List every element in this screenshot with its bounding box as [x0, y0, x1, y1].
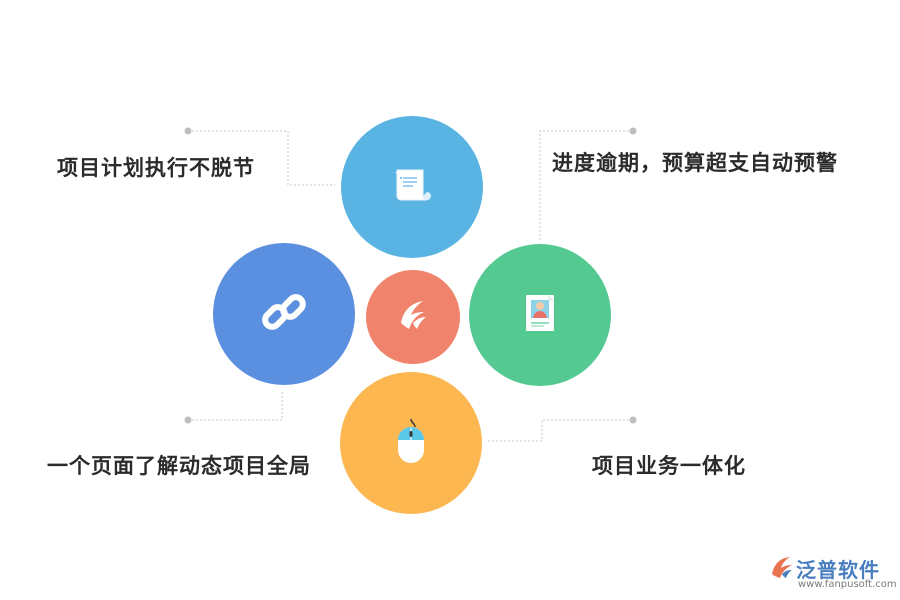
- brand-mark-icon: [768, 554, 796, 580]
- connector-dot-top-left: [184, 127, 192, 135]
- circle-top: [341, 116, 483, 258]
- circle-left: [213, 243, 355, 385]
- connector-bottom-left: [188, 390, 283, 421]
- brand-logo-icon: [391, 293, 435, 341]
- connector-dot-top-right: [629, 127, 637, 135]
- brand-url: www.fanpusoft.com: [798, 579, 897, 590]
- brand-name: 泛普软件: [796, 558, 880, 582]
- chain-link-icon: [258, 286, 310, 342]
- label-top-right: 进度逾期，预算超支自动预警: [552, 151, 838, 175]
- profile-card-icon: [516, 289, 564, 341]
- scroll-document-icon: [389, 162, 435, 212]
- computer-mouse-icon: [391, 415, 431, 471]
- connector-bottom-right: [488, 419, 633, 442]
- label-bottom-left: 一个页面了解动态项目全局: [47, 454, 311, 478]
- label-top-left: 项目计划执行不脱节: [57, 156, 255, 180]
- connector-dot-bottom-right: [629, 416, 637, 424]
- circle-center: [366, 270, 460, 364]
- label-bottom-right: 项目业务一体化: [592, 454, 746, 478]
- circle-right: [469, 244, 611, 386]
- connector-dot-bottom-left: [184, 416, 192, 424]
- circle-bottom: [340, 372, 482, 514]
- brand-watermark: 泛普软件 www.fanpusoft.com: [768, 552, 897, 594]
